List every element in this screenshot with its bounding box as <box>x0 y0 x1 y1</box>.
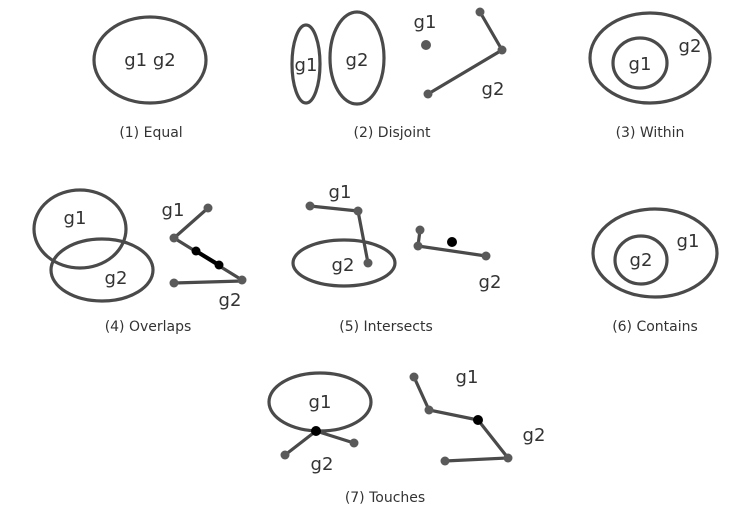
touches-line-contact-point <box>473 415 483 425</box>
caption-equal: (1) Equal <box>119 125 182 141</box>
disjoint-g2-ellipse <box>328 10 386 106</box>
touches-contact-point <box>311 426 321 436</box>
panel-touches: g1 g2 g1 g2 (7) Touches <box>267 367 546 506</box>
disjoint-point-label-g1: g1 <box>414 12 437 33</box>
intersects-line-vertex <box>481 251 491 261</box>
intersects-g2-ellipse <box>291 238 397 288</box>
overlaps-line-vertex <box>169 233 179 243</box>
caption-overlaps: (4) Overlaps <box>105 319 192 335</box>
overlaps-g2-ellipse <box>49 237 155 303</box>
contains-label-g1: g1 <box>677 231 700 252</box>
intersects-line-vertex <box>363 258 373 268</box>
touches-g2-line <box>283 429 356 457</box>
panel-within: g1 g2 (3) Within <box>588 11 712 141</box>
touches-lines <box>412 375 512 463</box>
touches-label-g1: g1 <box>309 392 332 413</box>
panel-contains: g2 g1 (6) Contains <box>591 207 719 335</box>
caption-within: (3) Within <box>616 125 685 141</box>
overlaps-line-label-g1: g1 <box>162 200 185 221</box>
disjoint-g1-ellipse <box>290 23 322 105</box>
intersects-line-label-g1: g1 <box>329 182 352 203</box>
panel-disjoint: g1 g2 g1 g2 (2) Disjoint <box>290 7 507 141</box>
touches-line-vertex <box>409 372 419 382</box>
caption-disjoint: (2) Disjoint <box>354 125 431 141</box>
disjoint-line-vertex <box>497 45 507 55</box>
caption-contains: (6) Contains <box>612 319 698 335</box>
touches-line-label-g2: g2 <box>523 425 546 446</box>
touches-line-vertex <box>349 438 359 448</box>
panel-overlaps: g1 g2 g1 g2 (4) Overlaps <box>32 188 247 335</box>
intersects-line-vertex <box>305 201 315 211</box>
disjoint-label-g1: g1 <box>295 55 318 76</box>
overlaps-g1-ellipse <box>32 188 128 270</box>
overlaps-line-vertex <box>169 278 179 288</box>
overlaps-label-g2: g2 <box>105 268 128 289</box>
intersects-line-vertex <box>353 206 363 216</box>
within-label-g1: g1 <box>629 54 652 75</box>
touches-line-label-g1: g1 <box>456 367 479 388</box>
overlaps-line-vertex <box>203 203 213 213</box>
within-inner-ellipse <box>611 36 669 90</box>
disjoint-g1-point <box>421 40 431 50</box>
caption-touches: (7) Touches <box>345 490 425 506</box>
overlaps-overlap-point <box>214 260 224 270</box>
touches-label-g2: g2 <box>311 454 334 475</box>
contains-label-g2: g2 <box>630 250 653 271</box>
disjoint-line-vertex <box>475 7 485 17</box>
touches-line-vertex <box>440 456 450 466</box>
touches-line-vertex <box>503 453 513 463</box>
overlaps-line-vertex <box>237 275 247 285</box>
panel-equal: g1 g2 (1) Equal <box>92 15 208 141</box>
touches-line-vertex <box>424 405 434 415</box>
disjoint-line-label-g2: g2 <box>482 79 505 100</box>
touches-line-vertex <box>280 450 290 460</box>
caption-intersects: (5) Intersects <box>339 319 433 335</box>
equal-label-g1g2: g1 g2 <box>124 50 175 71</box>
within-outer-ellipse <box>588 11 712 105</box>
overlaps-g2-line <box>172 279 244 285</box>
disjoint-label-g2: g2 <box>346 50 369 71</box>
panel-intersects: g2 g1 g2 (5) Intersects <box>291 182 502 335</box>
intersects-label-g2: g2 <box>332 255 355 276</box>
intersects-crossing-point <box>447 237 457 247</box>
intersects-line-vertex <box>415 225 425 235</box>
intersects-line-label-g2: g2 <box>479 272 502 293</box>
overlaps-line-label-g2: g2 <box>219 290 242 311</box>
contains-outer-ellipse <box>591 207 719 299</box>
contains-inner-ellipse <box>613 234 669 286</box>
overlaps-label-g1: g1 <box>64 208 87 229</box>
overlaps-overlap-point <box>191 246 201 256</box>
disjoint-line-vertex <box>423 89 433 99</box>
within-label-g2: g2 <box>679 36 702 57</box>
equal-ellipse <box>92 15 208 105</box>
intersects-line-vertex <box>413 241 423 251</box>
